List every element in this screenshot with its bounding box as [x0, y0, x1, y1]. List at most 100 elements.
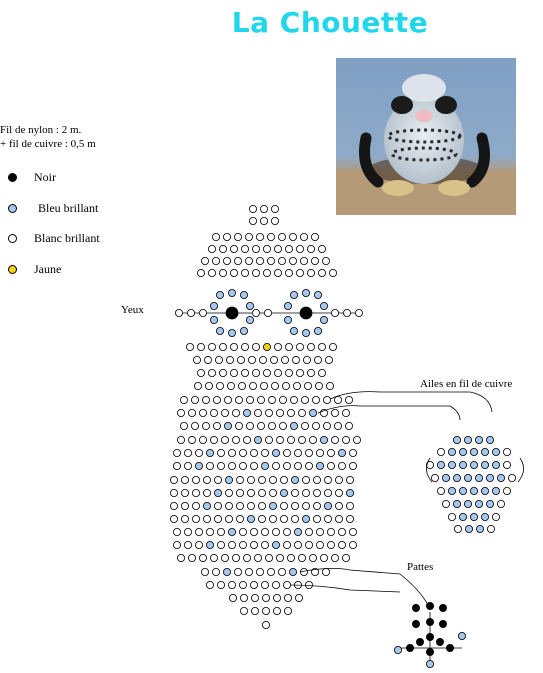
white-bead — [295, 244, 304, 253]
white-bead — [218, 268, 227, 277]
wing-thread — [517, 457, 524, 483]
white-bead — [235, 475, 244, 484]
white-bead — [272, 594, 281, 603]
blue-bead — [268, 501, 277, 510]
white-bead — [204, 381, 213, 390]
white-bead — [213, 475, 222, 484]
white-bead — [337, 528, 346, 537]
blue-bead — [194, 461, 203, 470]
white-bead — [282, 461, 291, 470]
black-bead — [425, 648, 434, 657]
white-bead — [333, 421, 342, 430]
blue-bead — [441, 473, 450, 482]
blue-bead — [253, 435, 262, 444]
white-bead — [345, 475, 354, 484]
white-bead — [270, 216, 279, 225]
white-bead — [196, 368, 205, 377]
white-bead — [229, 368, 238, 377]
white-bead — [264, 554, 273, 563]
white-bead — [289, 395, 298, 404]
white-bead — [301, 501, 310, 510]
white-bead — [245, 421, 254, 430]
white-bead — [216, 541, 225, 550]
white-bead — [330, 408, 339, 417]
white-bead — [179, 395, 188, 404]
white-bead — [248, 381, 257, 390]
white-bead — [246, 501, 255, 510]
white-bead — [205, 581, 214, 590]
white-bead — [264, 435, 273, 444]
black-bead — [438, 604, 447, 613]
white-bead — [292, 381, 301, 390]
white-bead — [326, 461, 335, 470]
white-bead — [211, 256, 220, 265]
white-bead — [441, 499, 450, 508]
white-bead — [240, 244, 249, 253]
white-bead — [304, 541, 313, 550]
white-bead — [310, 568, 319, 577]
feet-label: Pattes — [407, 561, 434, 573]
eyes-label: Yeux — [121, 304, 144, 316]
white-bead — [238, 528, 247, 537]
white-bead — [244, 568, 253, 577]
white-bead — [341, 435, 350, 444]
blue-bead — [319, 435, 328, 444]
white-bead — [172, 448, 181, 457]
white-bead — [268, 475, 277, 484]
white-bead — [251, 268, 260, 277]
white-bead — [224, 501, 233, 510]
white-bead — [220, 554, 229, 563]
white-bead — [273, 268, 282, 277]
white-bead — [209, 554, 218, 563]
white-bead — [284, 342, 293, 351]
white-bead — [261, 594, 270, 603]
blue-bead — [458, 447, 467, 456]
white-bead — [246, 475, 255, 484]
blue-bead — [209, 315, 218, 324]
material-copper: + fil de cuivre : 0,5 m — [0, 138, 96, 150]
white-bead — [227, 448, 236, 457]
white-bead — [284, 368, 293, 377]
blue-bead — [245, 301, 254, 310]
white-bead — [234, 421, 243, 430]
white-bead — [260, 541, 269, 550]
white-bead — [295, 268, 304, 277]
blue-bead — [480, 460, 489, 469]
white-bead — [248, 204, 257, 213]
white-bead — [238, 581, 247, 590]
white-bead — [220, 435, 229, 444]
white-bead — [262, 268, 271, 277]
white-bead — [328, 342, 337, 351]
white-bead — [348, 461, 357, 470]
white-bead — [275, 435, 284, 444]
white-bead — [251, 342, 260, 351]
black-bead — [225, 306, 239, 320]
white-bead — [290, 501, 299, 510]
white-bead — [250, 594, 259, 603]
white-bead — [266, 232, 275, 241]
white-bead — [502, 447, 511, 456]
white-bead — [328, 268, 337, 277]
blue-bead — [202, 501, 211, 510]
white-bead — [228, 594, 237, 603]
white-bead — [251, 244, 260, 253]
white-bead — [196, 342, 205, 351]
blue-bead — [213, 488, 222, 497]
white-bead — [348, 528, 357, 537]
white-bead — [222, 232, 231, 241]
blue-bead — [224, 475, 233, 484]
white-bead — [286, 554, 295, 563]
white-bead — [235, 515, 244, 524]
white-bead — [315, 541, 324, 550]
white-bead — [257, 515, 266, 524]
white-bead — [326, 528, 335, 537]
white-bead — [225, 355, 234, 364]
blue-bead-icon — [8, 204, 17, 213]
white-bead — [317, 268, 326, 277]
white-bead — [297, 435, 306, 444]
white-bead — [302, 355, 311, 364]
white-bead — [436, 486, 445, 495]
white-bead — [290, 488, 299, 497]
white-bead — [211, 232, 220, 241]
white-bead — [317, 342, 326, 351]
